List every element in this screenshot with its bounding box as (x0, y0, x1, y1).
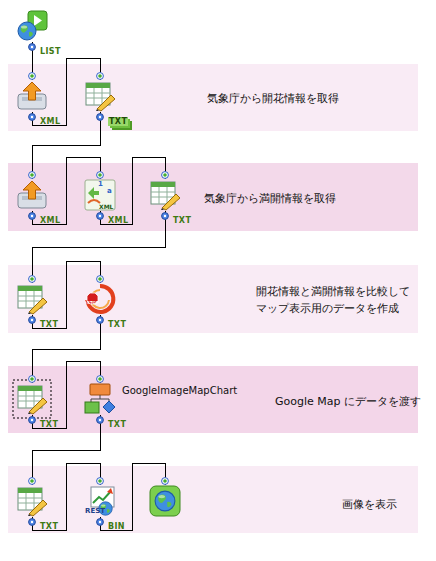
band-caption: Google Map にデータを渡す (275, 393, 421, 410)
component-name: GoogleImageMapChart (122, 385, 237, 397)
data-type: TXT (108, 320, 126, 329)
output-port (29, 213, 36, 220)
input-port (97, 478, 104, 485)
input-port (97, 172, 104, 179)
band-caption: 気象庁から開花情報を取得 (207, 90, 339, 107)
data-type: TXT (108, 117, 128, 126)
output-port (97, 114, 104, 121)
wire (32, 211, 165, 283)
output-port (29, 44, 36, 51)
output-port (97, 417, 104, 424)
group-band: Google Map にデータを渡す TXT GoogleImageMapChart… (8, 366, 418, 433)
output-port (29, 317, 36, 324)
icon-text: STOP (87, 299, 99, 306)
input-port (97, 276, 104, 283)
input-port (162, 478, 169, 485)
fetch-icon (18, 82, 46, 109)
group-band: 開花情報と満開情報を比較して マップ表示用のデータを作成TXTTXT (8, 265, 418, 333)
data-type: TXT (173, 216, 191, 225)
band-caption: 気象庁から満開情報を取得 (204, 190, 336, 207)
icon-text: XML (99, 203, 113, 210)
icon-text: a (107, 188, 112, 195)
table-icon (151, 182, 180, 210)
loop-icon (85, 286, 113, 312)
input-port (29, 376, 36, 383)
xml-icon (85, 180, 115, 210)
start-icon (18, 11, 47, 40)
icon-text: 1 (98, 181, 103, 188)
band-caption: 開花情報と満開情報を比較して マップ表示用のデータを作成 (256, 283, 416, 317)
group-band: 気象庁から満開情報を取得XMLXMLTXT (8, 163, 418, 231)
output-port (29, 417, 36, 424)
output-port (162, 213, 169, 220)
table-icon (18, 286, 47, 314)
input-port (29, 172, 36, 179)
data-type: LIST (40, 47, 61, 56)
input-port (29, 73, 36, 80)
input-port (29, 478, 36, 485)
band-caption: 画像を表示 (342, 496, 397, 513)
output-port (97, 519, 104, 526)
selection-frame (13, 380, 51, 418)
icon-text: REST (85, 508, 105, 515)
input-port (97, 73, 104, 80)
input-port (97, 376, 104, 383)
browser-icon (150, 486, 180, 516)
output-port (29, 519, 36, 526)
chart-icon (85, 384, 115, 413)
group-band: 気象庁から開花情報を取得XMLTXT (8, 64, 418, 131)
input-port (162, 172, 169, 179)
output-port (97, 213, 104, 220)
group-band: 画像を表示TXTBIN (8, 466, 418, 533)
table-icon (86, 83, 115, 111)
input-port (29, 276, 36, 283)
data-type: TXT (108, 420, 126, 429)
table-icon (18, 386, 47, 414)
table-icon (18, 488, 47, 516)
output-port (29, 114, 36, 121)
fetch-icon (18, 181, 46, 208)
output-port (97, 317, 104, 324)
